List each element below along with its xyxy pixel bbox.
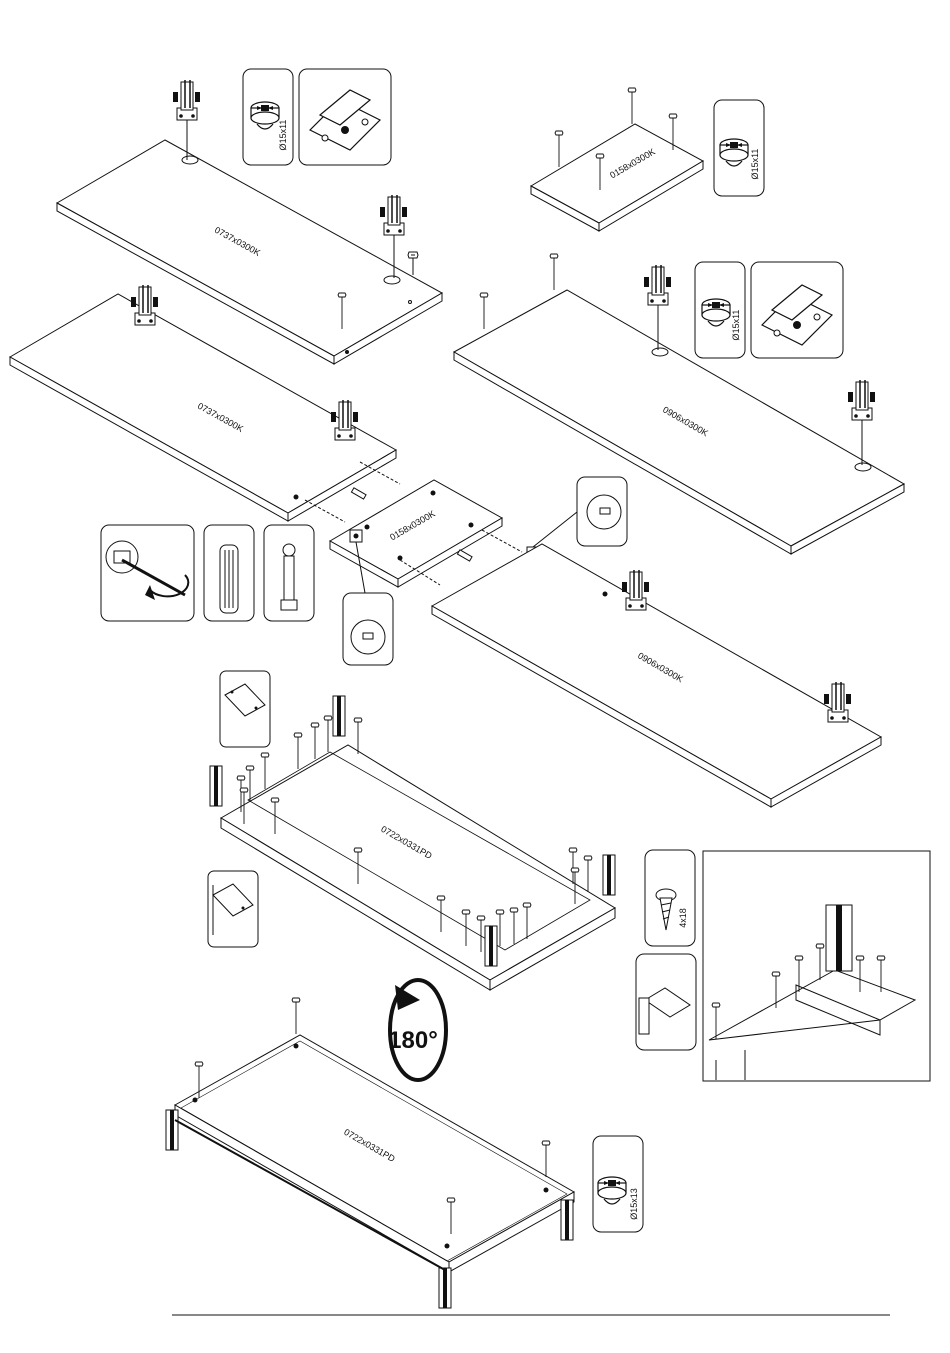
rotate-label: 180° [388, 1027, 438, 1054]
screwdriver-callout [101, 525, 194, 621]
cam-callout: Ø15x11 [695, 262, 745, 358]
dowel-callout [204, 525, 254, 621]
cam-bolt-callout [264, 525, 314, 621]
hinge-callout [299, 69, 391, 165]
panel-right-lower: 0906x0300K [432, 544, 881, 807]
hole-detail-callout [577, 477, 627, 546]
bracket-callout [208, 871, 258, 947]
cam-callout: Ø15x13 [593, 1136, 643, 1232]
screw-size: 4x18 [678, 908, 688, 928]
hinge-callout [751, 262, 843, 358]
frame-assembly: 0722x0331PD [210, 696, 615, 990]
corner-bracket-callout [636, 954, 696, 1050]
cam-size: Ø15x11 [278, 120, 288, 151]
cam-callout: Ø15x11 [243, 69, 293, 165]
cam-size: Ø15x11 [750, 149, 760, 180]
panel-top-right-small: 0158x0300K [531, 124, 703, 231]
bottom-base: 0722x0331PD [166, 1035, 574, 1308]
bracket-callout [220, 671, 270, 747]
hole-detail-callout [343, 593, 393, 665]
rotate-180-icon: 180° [388, 980, 446, 1080]
cam-size: Ø15x11 [731, 310, 741, 341]
corner-detail [703, 851, 930, 1081]
cam-size: Ø15x13 [629, 1188, 639, 1220]
screw-callout: 4x18 [645, 850, 695, 946]
cam-callout: Ø15x11 [714, 100, 764, 196]
